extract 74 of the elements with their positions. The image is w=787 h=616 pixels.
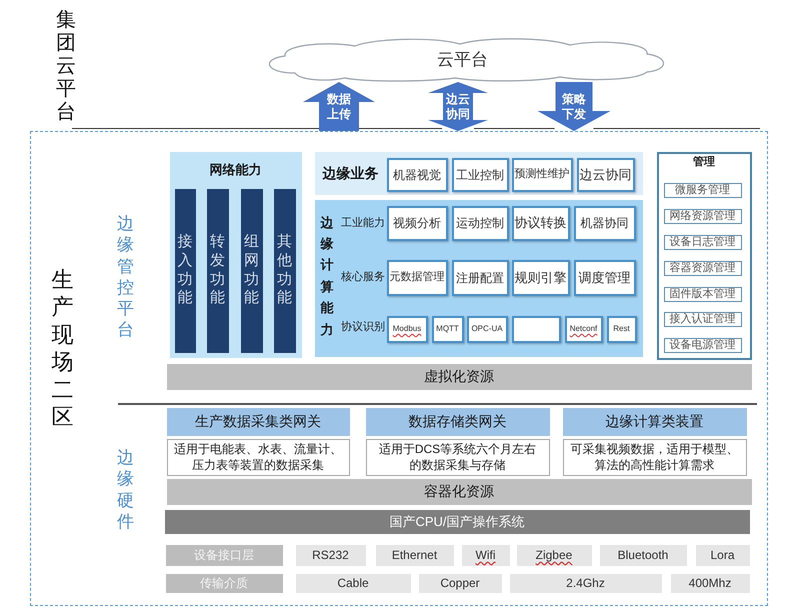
protocol-box: Netconf xyxy=(564,316,602,342)
gateway-header: 数据存储类网关 xyxy=(366,408,550,436)
row-label: 核心服务 xyxy=(340,270,386,286)
panel-title: 边缘计算能力 xyxy=(320,214,334,339)
function-box: 元数据管理 xyxy=(386,260,448,296)
function-label: 接入功能 xyxy=(178,233,192,308)
edge-label: 边云协同 xyxy=(445,92,471,122)
resource-band: 虚拟化资源 xyxy=(166,364,752,390)
function-box: 预测性维护 xyxy=(512,158,572,192)
computing-panel xyxy=(314,200,642,356)
management-item: 固件版本管理 xyxy=(664,286,742,302)
management-item: 设备电源管理 xyxy=(664,338,742,352)
section-label: 边缘管控平台 xyxy=(117,213,134,340)
interface-cell: Bluetooth xyxy=(600,544,686,566)
function-box: 工业控制 xyxy=(452,158,508,192)
function-box: 注册配置 xyxy=(452,260,508,296)
section-label: 边缘硬件 xyxy=(117,447,134,532)
interface-cell: 2.4Ghz xyxy=(510,574,662,592)
zone-label: 集团云平台 xyxy=(56,9,76,124)
region-title: 生产现场二区 xyxy=(52,266,74,430)
function-box: 边云协同 xyxy=(576,158,634,192)
edge-label: 数据上传 xyxy=(326,92,352,122)
function-box: 运动控制 xyxy=(452,206,508,240)
management-item: 容器资源管理 xyxy=(664,260,742,276)
function-label: 组网功能 xyxy=(244,233,259,308)
network-panel xyxy=(170,152,302,358)
function-column xyxy=(174,188,196,352)
function-column xyxy=(274,188,296,352)
interface-cell: Lora xyxy=(696,544,750,566)
protocol-box: MQTT xyxy=(432,316,464,342)
gateway-description: 可采集视频数据，适用于模型、算法的高性能计算需求 xyxy=(562,438,746,476)
function-box: 视频分析 xyxy=(386,206,448,240)
function-box: 协议转换 xyxy=(512,206,570,240)
resource-band: 容器化资源 xyxy=(166,478,752,504)
gateway-header: 生产数据采集类网关 xyxy=(166,408,350,436)
business-panel xyxy=(314,152,642,194)
management-item: 接入认证管理 xyxy=(664,312,742,326)
interface-cell: Zigbee xyxy=(516,544,592,566)
row-header: 传输介质 xyxy=(166,574,282,592)
function-label: 其他功能 xyxy=(277,233,292,308)
interface-cell: Ethernet xyxy=(376,544,454,566)
gateway-description: 适用于DCS等系统六个月左右的数据采集与存储 xyxy=(366,438,550,476)
gateway-description: 适用于电能表、水表、流量计、压力表等装置的数据采集 xyxy=(166,438,350,476)
protocol-box: OPC-UA xyxy=(466,316,508,342)
edge-label: 策略下发 xyxy=(561,92,587,122)
function-column xyxy=(206,188,228,352)
platform-band: 国产CPU/国产操作系统 xyxy=(164,510,750,534)
function-box: 规则引擎 xyxy=(512,260,570,296)
function-box: 机器视觉 xyxy=(386,158,448,192)
interface-cell: Cable xyxy=(296,574,410,592)
cloud-title: 云平台 xyxy=(437,48,488,71)
protocol-box: Rest xyxy=(606,316,636,342)
interface-cell: Wifi xyxy=(462,544,510,566)
management-panel xyxy=(656,152,752,360)
function-label: 转发功能 xyxy=(210,233,225,308)
function-column xyxy=(240,188,262,352)
dashed-region xyxy=(30,131,768,606)
interface-cell: RS232 xyxy=(296,544,366,566)
management-item: 网络资源管理 xyxy=(664,208,742,224)
gateway-header: 边缘计算类装置 xyxy=(562,408,746,436)
interface-cell: Copper xyxy=(418,574,502,592)
management-item: 微服务管理 xyxy=(664,182,742,198)
panel-title: 管理 xyxy=(692,155,716,170)
protocol-box xyxy=(512,316,560,342)
row-label: 工业能力 xyxy=(340,216,386,232)
panel-title: 网络能力 xyxy=(208,160,262,179)
function-box: 机器协同 xyxy=(574,206,636,240)
row-header: 设备接口层 xyxy=(166,544,282,566)
interface-cell: 400Mhz xyxy=(670,574,750,592)
management-item: 设备日志管理 xyxy=(664,234,742,250)
protocol-box: Modbus xyxy=(386,316,428,342)
row-label: 协议识别 xyxy=(340,320,386,336)
panel-title: 边缘业务 xyxy=(322,164,380,183)
function-box: 调度管理 xyxy=(574,260,636,296)
